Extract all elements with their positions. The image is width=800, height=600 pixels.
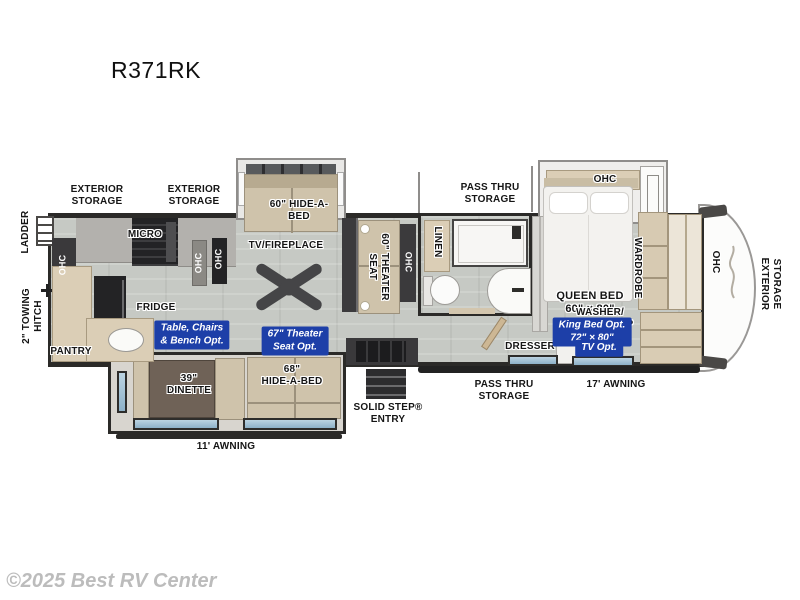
cooktop-icon (356, 341, 406, 362)
wardrobe-cabinet (668, 214, 702, 310)
divider-line (418, 172, 420, 214)
cupholder (360, 224, 370, 234)
label-solid-step: SOLID STEP® ENTRY (353, 402, 423, 425)
logo-squiggle (729, 245, 735, 299)
label-linen: LINEN (431, 226, 443, 258)
page-title: R371RK (111, 57, 201, 83)
dinette-table (149, 360, 215, 418)
queen-bed (543, 186, 633, 302)
label-ohc-rear: OHC (709, 250, 721, 274)
ohc-cabinet-b (212, 238, 227, 284)
label-exterior-storage-rear: EXTERIOR STORAGE (759, 257, 782, 311)
awning-rail-17 (418, 366, 700, 373)
label-theater-seat-60: 60" THEATER SEAT (367, 233, 390, 301)
label-dresser: DRESSER (505, 341, 555, 353)
label-towing-hitch: 2" TOWING HITCH (21, 288, 44, 344)
slide-dinette (108, 352, 346, 434)
label-ohc-b: OHC (213, 248, 224, 270)
shower-head-icon (512, 226, 521, 239)
label-ohc-theater: OHC (403, 251, 414, 273)
label-hide-a-bed-60: 60" HIDE-A- BED (269, 199, 329, 222)
label-ohc-left: OHC (57, 254, 68, 276)
label-ohc-a: OHC (193, 252, 204, 274)
label-hide-a-bed-68: 68" HIDE-A-BED (261, 364, 323, 387)
badge-table-chairs-option: Table, Chairs & Bench Opt. (154, 320, 230, 350)
pillow (590, 192, 629, 214)
theater-seat-split (358, 265, 400, 267)
ladder-icon (36, 216, 54, 246)
slide-window (243, 418, 337, 430)
dinette-bench (215, 358, 245, 420)
fridge-handle (122, 280, 124, 334)
toilet-icon (430, 275, 460, 305)
label-exterior-storage-1: EXTERIOR STORAGE (70, 184, 124, 207)
sofa-hide-a-bed-60 (244, 174, 338, 233)
label-micro: MICRO (127, 229, 163, 241)
entry-steps-icon (366, 369, 406, 399)
wardrobe-shelves (638, 212, 668, 310)
label-ohc-bed: OHC (593, 174, 617, 186)
shower (452, 219, 528, 267)
label-wardrobe: WARDROBE (631, 237, 643, 299)
awning-rail-11 (116, 434, 342, 439)
tv-fireplace-wall (342, 218, 358, 312)
vanity-sink (487, 268, 531, 314)
dinette-bench (133, 358, 149, 420)
bedroom-window (508, 355, 558, 366)
headboard (544, 178, 638, 188)
badge-theater-seat-option: 67" Theater Seat Opt. (261, 326, 329, 356)
label-pass-thru-top: PASS THRU STORAGE (460, 182, 520, 205)
label-awning-17: 17' AWNING (586, 379, 646, 391)
label-exterior-storage-2: EXTERIOR STORAGE (167, 184, 221, 207)
divider-line (531, 166, 533, 212)
label-awning-11: 11' AWNING (196, 441, 256, 453)
bathroom (418, 213, 532, 316)
slide-side-window (337, 172, 344, 206)
label-pantry: PANTRY (50, 346, 92, 358)
theater-seat-60 (358, 220, 400, 314)
label-ladder: LADDER (20, 210, 32, 254)
cupholder (360, 301, 370, 311)
theater-ohc-cabinet (400, 224, 416, 302)
watermark: ©2025 Best RV Center (6, 570, 217, 592)
label-dinette-39: 39" DINETTE (166, 373, 212, 396)
hitch-cross-icon-vertical (46, 284, 49, 297)
badge-tv-option: TV Opt. (575, 339, 623, 357)
slide-side-window (117, 371, 127, 413)
faucet-icon (512, 288, 524, 292)
sink-icon (108, 328, 144, 352)
ohc-cabinet-a (192, 240, 207, 286)
label-queen-bed: QUEEN BED 60" × 80" (556, 290, 624, 315)
pantry-cabinet (52, 266, 92, 362)
pillow (549, 192, 588, 214)
bath-shelf (449, 308, 495, 314)
ceiling-fan-hub (280, 278, 298, 296)
kitchen-counter-right (178, 218, 236, 267)
slide-window (133, 418, 219, 430)
washer-cabinet (640, 312, 702, 364)
range-panel (166, 222, 176, 262)
label-pass-thru-bottom: PASS THRU STORAGE (474, 379, 534, 402)
linen-cabinet (424, 220, 450, 272)
kitchen-counter-left (76, 218, 132, 263)
label-tv-fireplace: TV/FIREPLACE (248, 240, 324, 252)
label-fridge: FRIDGE (136, 302, 176, 314)
